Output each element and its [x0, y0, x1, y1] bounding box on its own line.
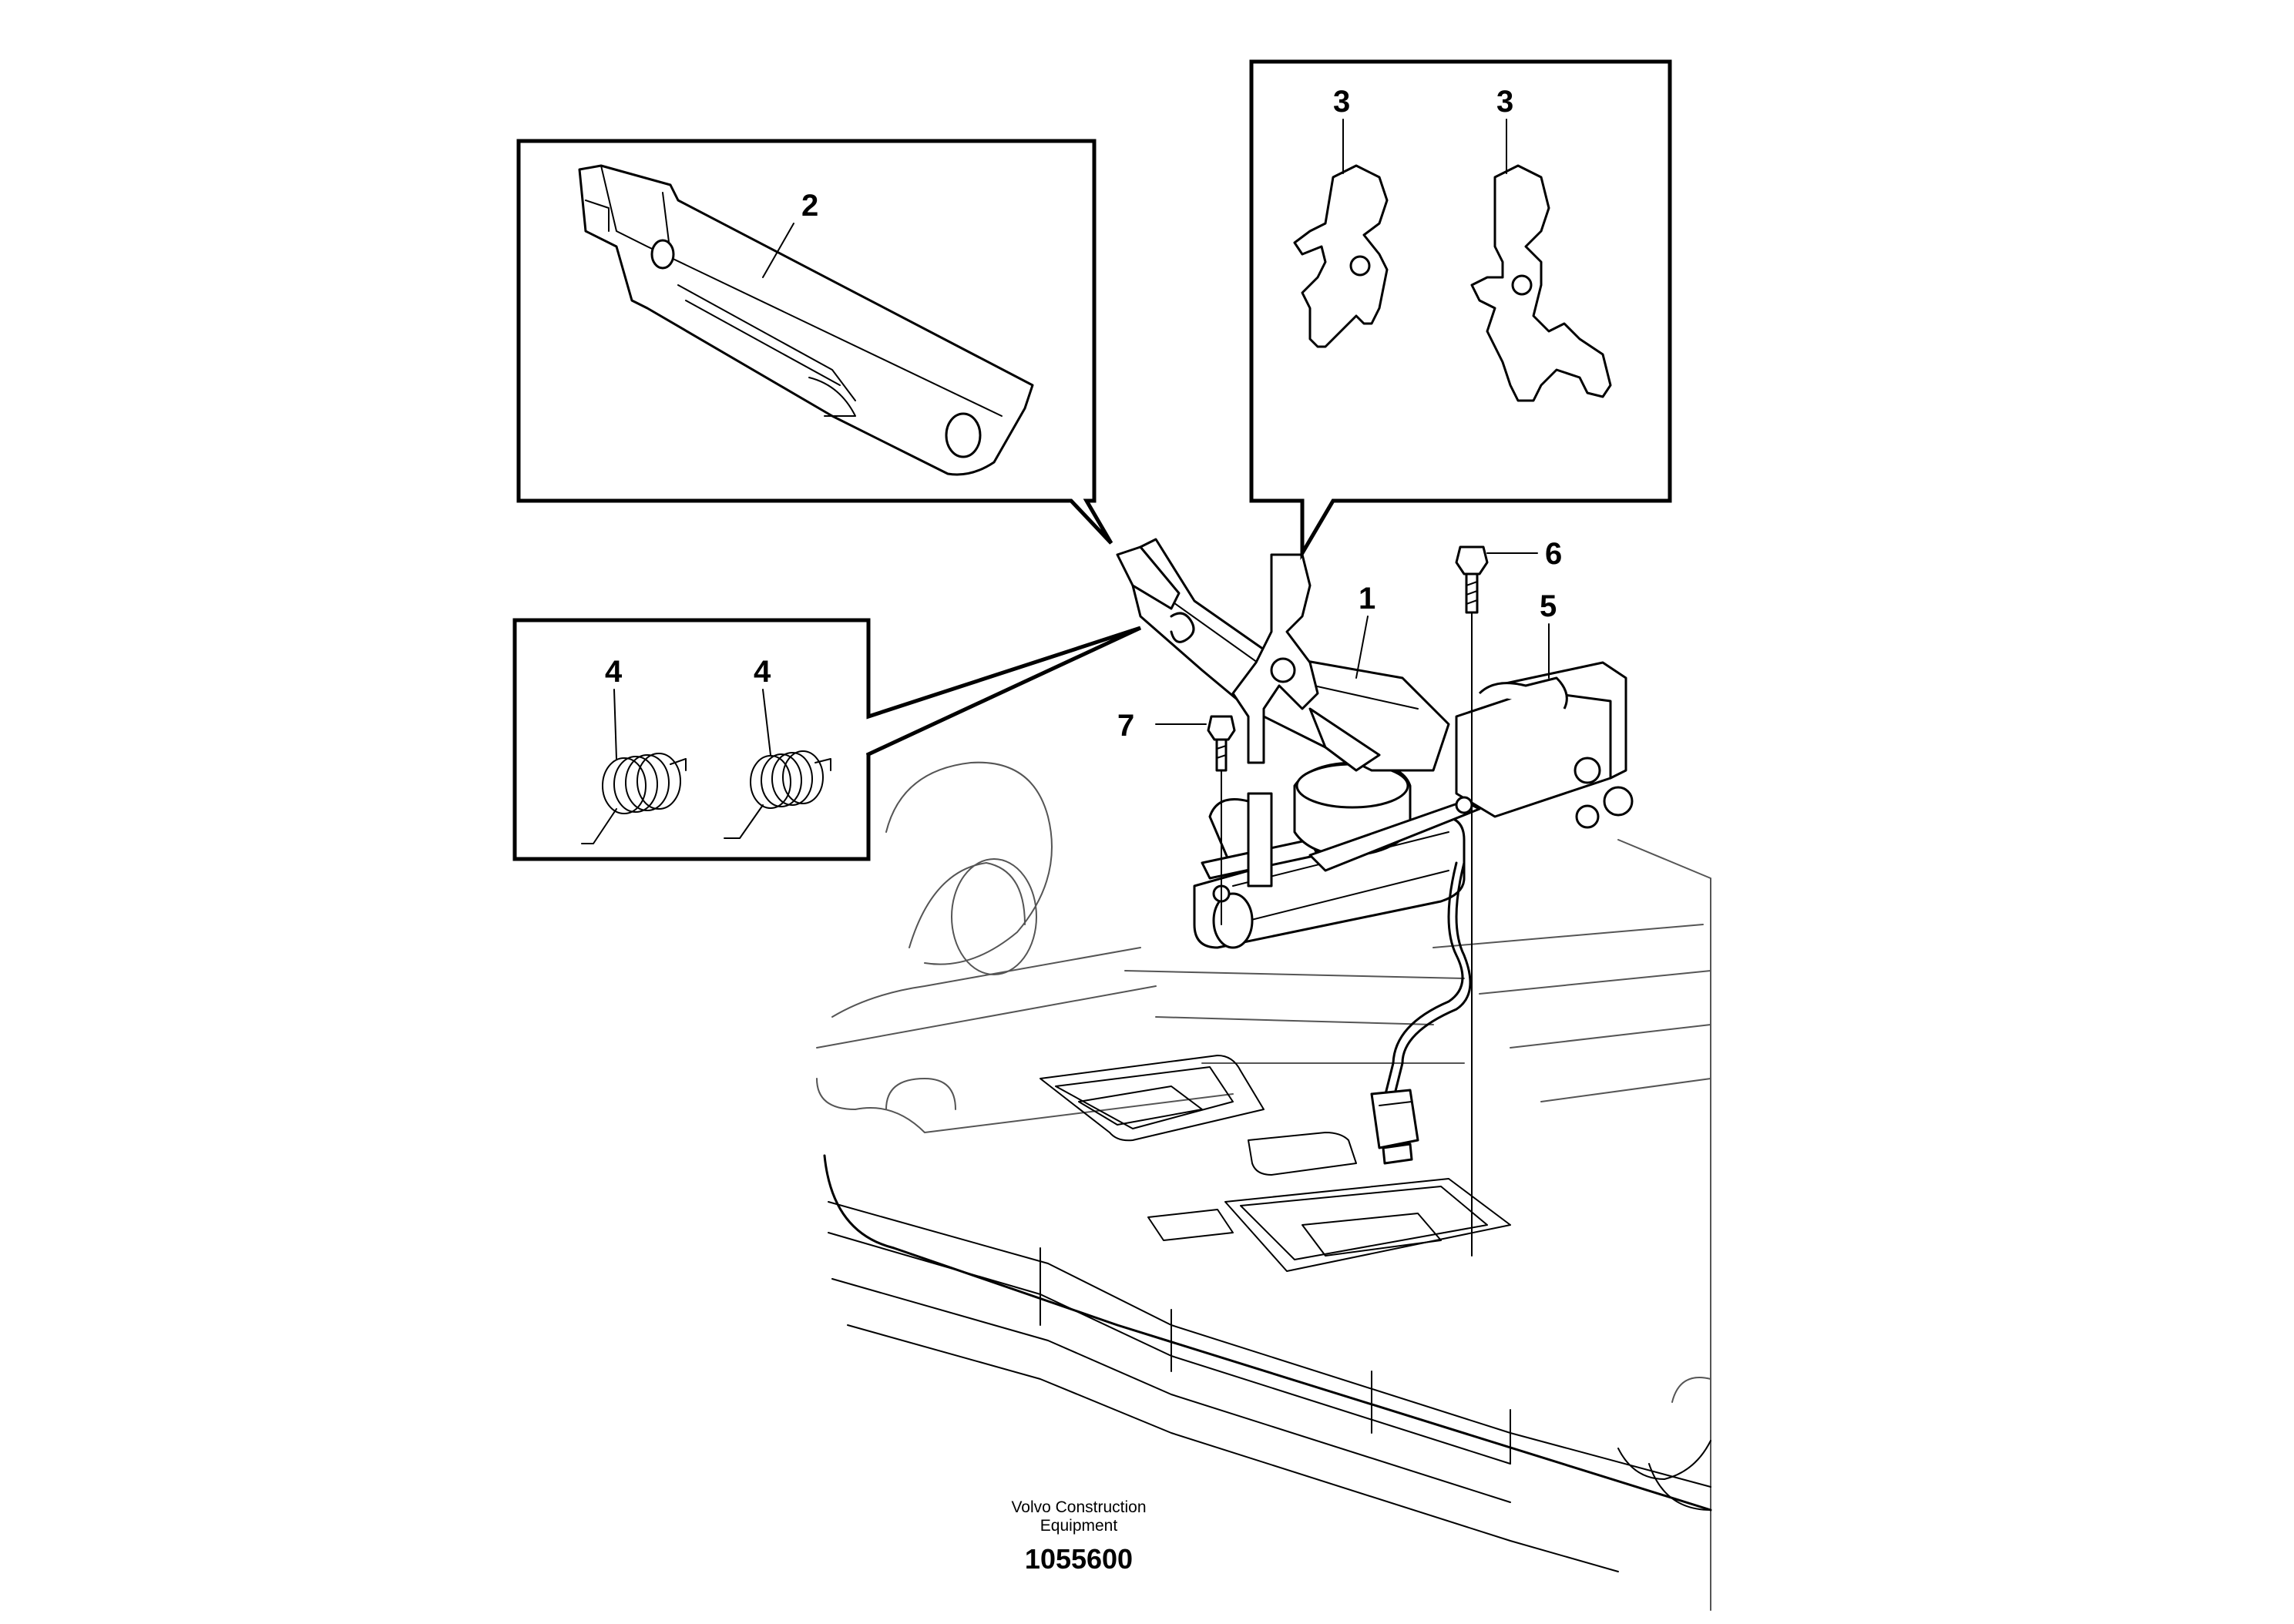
- callout-box-pedal: [516, 139, 1113, 545]
- callout-numbers: 2 3 3 4 4 1 5 6 7: [605, 85, 1562, 743]
- bolt-6: [1455, 545, 1489, 1257]
- company-name-line2: Equipment: [1040, 1517, 1118, 1535]
- spring-4a: [581, 753, 687, 844]
- company-name-line1: Volvo Construction: [1011, 1498, 1147, 1516]
- leader-2: [762, 223, 794, 278]
- leader-4a: [613, 689, 617, 760]
- callout-2: 2: [801, 189, 818, 223]
- bolt-7: [1207, 715, 1236, 925]
- drawing-number: 1055600: [1024, 1543, 1134, 1575]
- leader-4b: [762, 689, 771, 756]
- callout-7: 7: [1117, 709, 1134, 743]
- callout-1: 1: [1359, 582, 1375, 616]
- footer-block: Volvo Construction Equipment 1055600: [963, 1498, 1194, 1579]
- callout-4a: 4: [605, 655, 623, 689]
- callout-box-springs: [512, 618, 1142, 861]
- leader-lines: [613, 119, 1550, 760]
- cab-floor: [816, 761, 1712, 1611]
- callout-3b: 3: [1496, 85, 1513, 119]
- callout-5: 5: [1540, 589, 1557, 623]
- wire-harness: [1370, 861, 1472, 1165]
- callout-3a: 3: [1333, 85, 1350, 119]
- leader-1: [1355, 616, 1369, 679]
- callout-6: 6: [1545, 537, 1562, 571]
- callout-box-hooks: [1249, 59, 1672, 561]
- callout-4b: 4: [754, 655, 771, 689]
- spring-4b: [724, 750, 831, 839]
- main-pedal-assembly: [1116, 538, 1634, 949]
